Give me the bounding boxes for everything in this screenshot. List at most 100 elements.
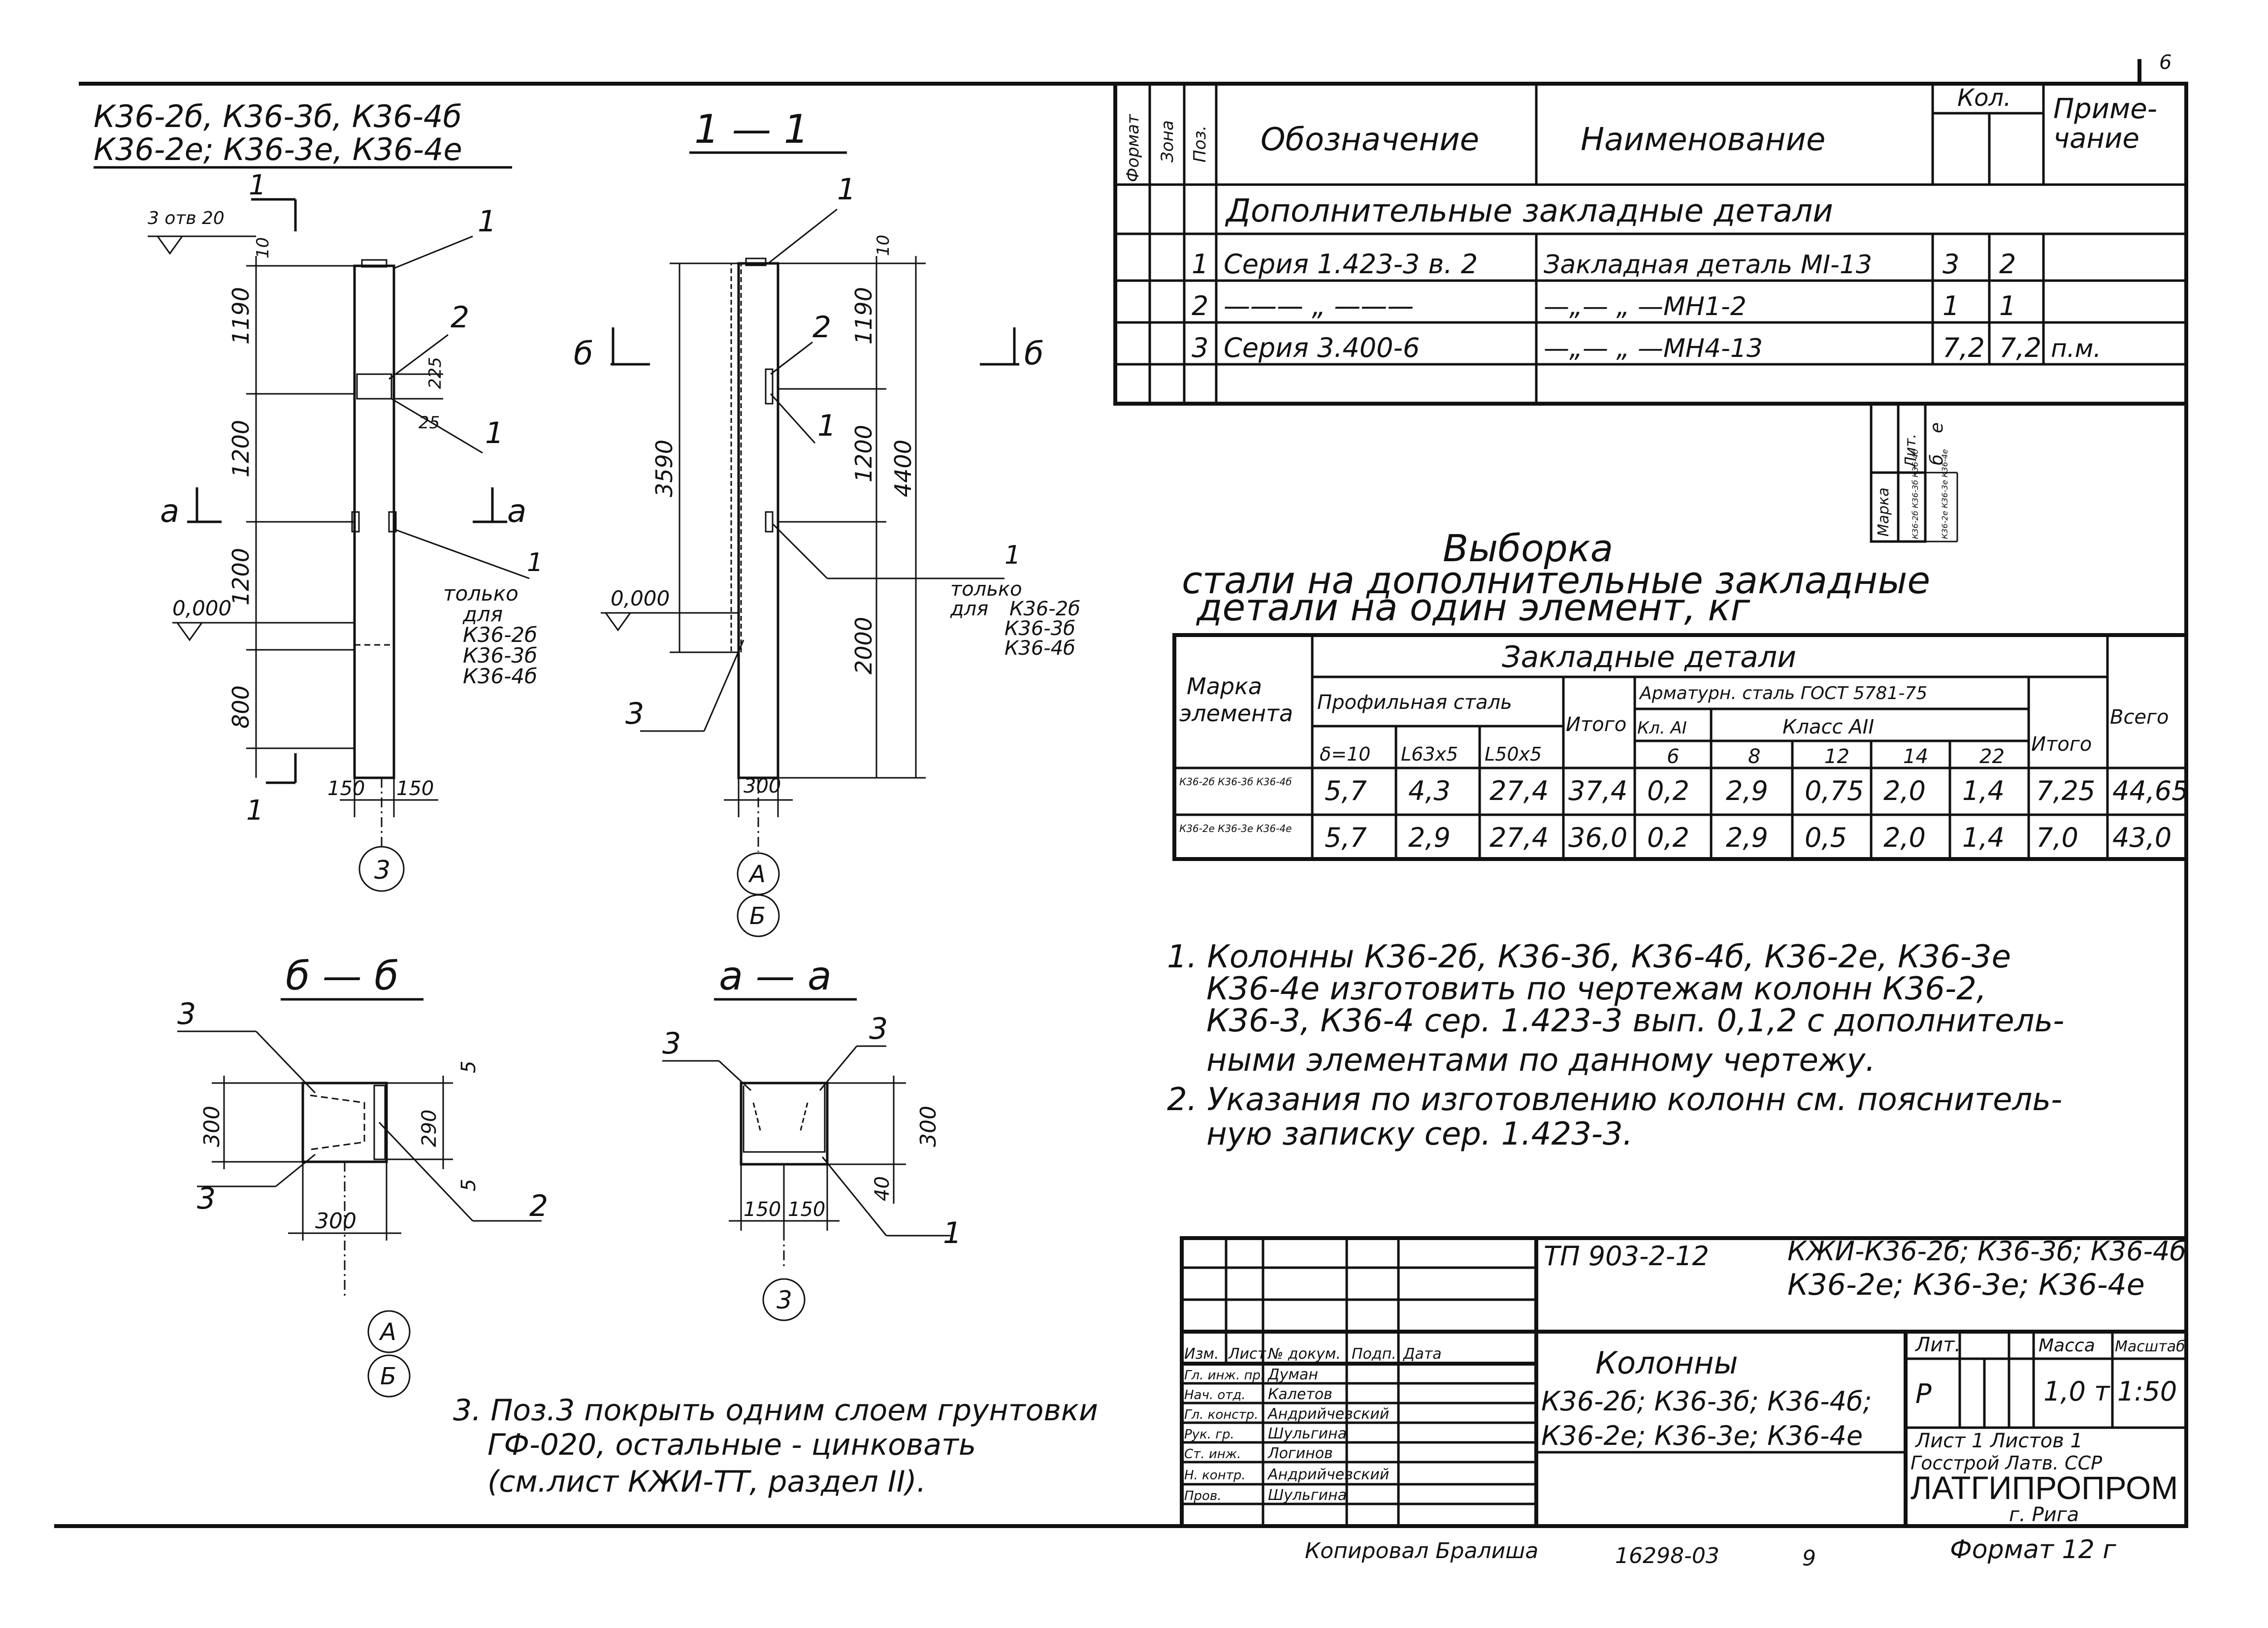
spec-row-name: —„— „ —МН4-13: [1544, 334, 1763, 363]
bb-dim-300w: 300: [315, 1209, 356, 1234]
aa-dim-150b: 150: [788, 1198, 825, 1221]
steel-col-itogo2: Итого: [2031, 733, 2092, 756]
tb-person-role: Ст. инж.: [1184, 1447, 1241, 1462]
steel-cell: 1,4: [1962, 775, 2005, 806]
cut-1-top-label: 1: [249, 169, 266, 201]
dim-10: 10: [253, 237, 273, 258]
steel-row-mark: К36-2е К36-3е К36-4е: [1179, 823, 1292, 834]
mark-lit-block: Лит. Марка б е К36-2б К36-3б К36-4б К36-…: [1870, 402, 1958, 543]
cut-1-bottom-label: 1: [246, 795, 264, 827]
steel-title-2: стали на дополнительные закладные: [1182, 558, 1930, 602]
only-for-2: для: [462, 602, 503, 626]
group-title: Дополнительные закладные детали: [1225, 193, 1833, 229]
pos-1r-top: 1: [837, 172, 856, 207]
tb-code-1: КЖИ-К36-2б; К36-3б; К36-4б: [1787, 1236, 2186, 1267]
tb-mass: 1,0 т: [2043, 1376, 2110, 1407]
elevation-left: 3 отв 20 1 10 1190 1200 1200 800 225 25 …: [148, 169, 543, 892]
mark-val-1: б: [1927, 454, 1947, 465]
dim-1190r: 1190: [850, 287, 877, 345]
only-for-5: К36-4б: [463, 664, 537, 688]
spec-row-note: п.м.: [2051, 334, 2101, 363]
pos-3r: 3: [625, 697, 644, 731]
section-a-a: а — а 300 40 150 150 3 3 1 3: [662, 953, 962, 1321]
steel-row-mark: К36-2б К36-3б К36-4б: [1179, 776, 1292, 788]
tb-person-name: Думан: [1267, 1366, 1318, 1383]
note-1-l2: К36-4е изготовить по чертежам колонн К36…: [1206, 971, 1986, 1007]
only-for-1: только: [443, 581, 518, 606]
hdr-zone: Зона: [1158, 120, 1177, 162]
pos-2: 2: [451, 300, 469, 335]
pos-2r: 2: [812, 310, 831, 345]
tb-person-role: Гл. инж. пр.: [1184, 1368, 1264, 1383]
tb-hdr-izm: Изм.: [1184, 1345, 1219, 1363]
axis-3-left: 3: [374, 856, 390, 885]
section-b-b: б — б 300 290 5 5 300 3 3 2 А Б: [177, 953, 548, 1398]
tb-org: ЛАТГИПРОПРОМ: [1911, 1469, 2178, 1506]
pos-1r-mid: 1: [817, 409, 836, 443]
aa-dim-300: 300: [916, 1106, 941, 1147]
axis-B-mid: Б: [749, 902, 766, 930]
steel-cell: 2,0: [1883, 822, 1926, 853]
dim-1200r: 1200: [850, 425, 877, 482]
tb-person-name: Андрийчевский: [1267, 1466, 1389, 1483]
aa-pos-3b: 3: [869, 1012, 888, 1046]
footer-inv: 16298-03: [1615, 1543, 1719, 1568]
mark-m2: К36-2е К36-3е К36-4е: [1940, 449, 1949, 539]
spec-row-name: —„— „ —МН1-2: [1544, 292, 1747, 321]
aa-pos-3a: 3: [662, 1026, 681, 1061]
axis-3-aa: 3: [777, 1286, 792, 1314]
steel-cell: 36,0: [1568, 822, 1627, 853]
spec-row-qty1: 3: [1943, 249, 1959, 280]
spec-row-qty1: 1: [1943, 290, 1959, 321]
steel-cell: 27,4: [1490, 822, 1549, 853]
tb-person-role: Н. контр.: [1184, 1468, 1246, 1483]
tb-person-role: Рук. гр.: [1184, 1427, 1234, 1442]
steel-cell: 43,0: [2112, 822, 2171, 853]
dim-1190: 1190: [227, 287, 254, 345]
tb-hdr-data: Дата: [1402, 1345, 1442, 1363]
title-block: ТП 903-2-12 КЖИ-К36-2б; К36-3б; К36-4б К…: [1180, 1236, 2188, 1528]
mark-m1: К36-2б К36-3б К36-4б: [1911, 449, 1920, 539]
note-2-l1: 2. Указания по изготовлению колонн см. п…: [1167, 1082, 2062, 1118]
steel-cell: 7,0: [2036, 822, 2078, 853]
steel-sub-profile: δ=10: [1320, 743, 1370, 765]
bb-dim-5a: 5: [457, 1061, 480, 1073]
steel-cell: 4,3: [1408, 775, 1451, 806]
dim-300r: 300: [744, 775, 781, 798]
only-for-3: К36-2б: [463, 623, 537, 647]
section-1-1: 1 — 1 3590 10 1190 1200 2000 4400 0,000 …: [574, 106, 1080, 937]
steel-cell: 1,4: [1962, 822, 2005, 853]
aa-dim-150a: 150: [744, 1198, 781, 1221]
dim-1200b: 1200: [227, 548, 254, 606]
steel-cell: 0,75: [1805, 775, 1864, 806]
steel-col-armat: Арматурн. сталь ГОСТ 5781-75: [1639, 683, 1927, 703]
steel-title-1: Выборка: [1443, 526, 1613, 570]
tb-person-name: Шульгина: [1268, 1425, 1347, 1442]
steel-cell: 2,9: [1408, 822, 1451, 853]
spec-row-qty2: 7,2: [1999, 332, 2041, 363]
bb-pos-2: 2: [529, 1189, 548, 1223]
marka-label: Марка: [1875, 487, 1892, 537]
hdr-note: Приме-: [2053, 93, 2157, 125]
only-for-r4: К36-3б: [1004, 617, 1075, 640]
bb-pos-3b: 3: [197, 1181, 216, 1216]
tb-name-3: К36-2е; К36-3е; К36-4е: [1541, 1420, 1863, 1451]
marks-title: К36-2б, К36-3б, К36-4б К36-2е; К36-3е, К…: [94, 98, 512, 169]
section-1-1-title: 1 — 1: [694, 106, 809, 152]
dim-800: 800: [227, 685, 254, 729]
top-holes-label: 3 отв 20: [148, 208, 225, 228]
steel-col-mark-2: элемента: [1179, 700, 1293, 727]
aa-dim-40: 40: [871, 1176, 894, 1201]
footer-format: Формат 12 г: [1950, 1535, 2116, 1564]
steel-header-group: Закладные детали: [1502, 640, 1796, 674]
hdr-name: Наименование: [1581, 122, 1825, 158]
steel-cell: 2,9: [1726, 822, 1768, 853]
only-for-r1: только: [950, 578, 1022, 601]
footer-page9: 9: [1802, 1546, 1816, 1571]
tb-name-1: Колонны: [1595, 1345, 1738, 1381]
steel-cell: 27,4: [1490, 775, 1549, 806]
spec-row-designation: Серия 1.423-3 в. 2: [1224, 249, 1478, 280]
tb-name-2: К36-2б; К36-3б; К36-4б;: [1541, 1386, 1872, 1417]
dim-4400r: 4400: [890, 440, 916, 497]
tb-sheet-info: Лист 1 Листов 1: [1914, 1430, 2083, 1452]
